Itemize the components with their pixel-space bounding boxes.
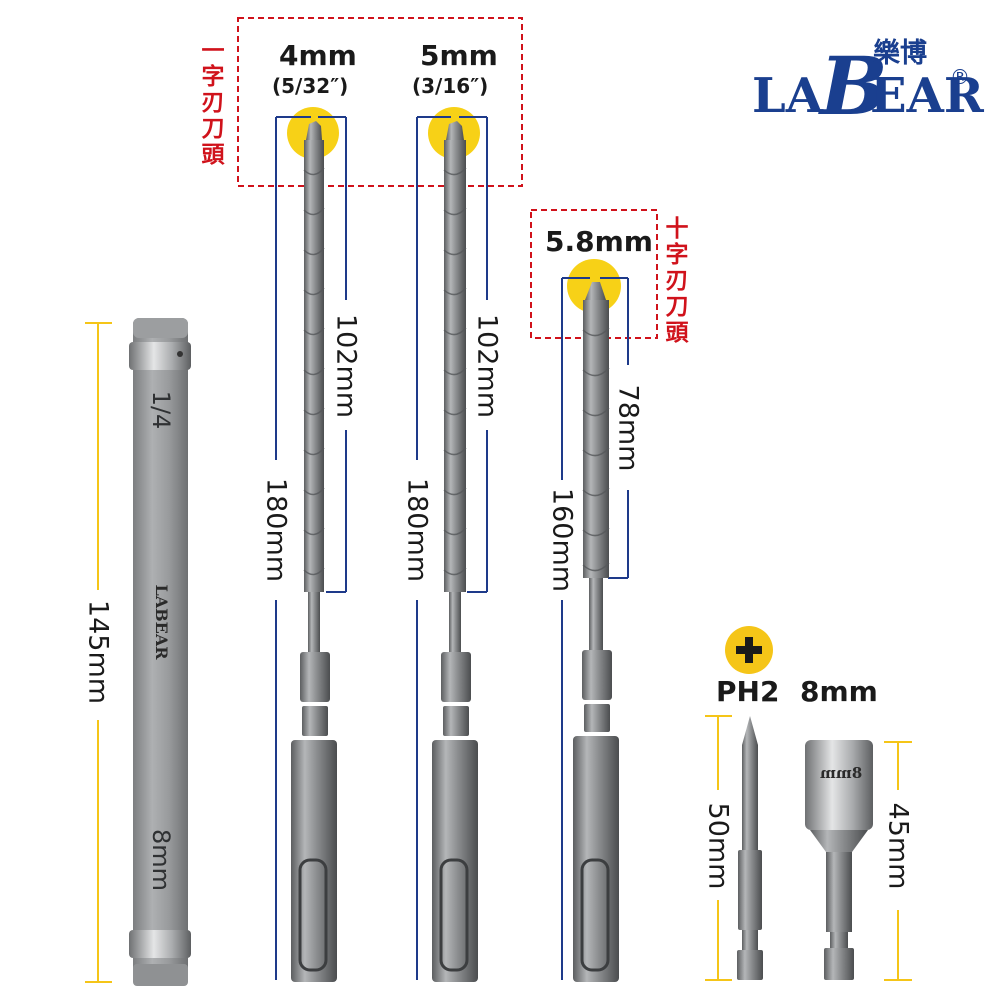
cross-tip-dashed-box xyxy=(530,209,658,339)
holder-length: 145mm xyxy=(82,599,114,705)
flat-tip-label: 一字刃刀頭 xyxy=(201,38,225,168)
drill-bit-5-8mm xyxy=(530,209,658,982)
holder-bottom-clip xyxy=(129,930,191,958)
holder-top-clip xyxy=(129,342,191,370)
holder-body xyxy=(133,318,188,986)
nut-setter-engraving: 8mm xyxy=(820,764,863,782)
phillips-bit xyxy=(705,626,773,981)
bit-3-total-length: 160mm xyxy=(546,487,578,593)
bit-2-size: 5mm xyxy=(420,39,498,72)
bit-1-flute-length: 102mm xyxy=(330,313,362,419)
phillips-cross-icon xyxy=(725,626,773,674)
phillips-label: PH2 xyxy=(716,675,780,708)
holder-engraving-bottom: 8mm xyxy=(147,828,175,892)
bit-2-size-inch: (3/16″) xyxy=(412,74,489,98)
logo-ear: EAR xyxy=(870,68,984,124)
holder-logo: LABEAR xyxy=(152,584,171,660)
drill-bit-4mm xyxy=(237,17,523,982)
holder-engraving-top: 1/4 xyxy=(147,390,175,430)
bit-3-size: 5.8mm xyxy=(545,225,653,258)
bit-2-flute-length: 102mm xyxy=(471,313,503,419)
brand-chinese-name: 樂博 xyxy=(873,38,927,69)
logo-b: B xyxy=(820,39,888,133)
nut-setter-label: 8mm xyxy=(800,675,878,708)
bit-holder xyxy=(85,318,191,986)
bit-1-total-length: 180mm xyxy=(260,477,292,583)
bit-1-size: 4mm xyxy=(279,39,357,72)
bit-1-size-inch: (5/32″) xyxy=(272,74,349,98)
bit-2-total-length: 180mm xyxy=(401,477,433,583)
flat-tip-dashed-box xyxy=(237,17,523,187)
logo-la: LA xyxy=(752,68,823,124)
drill-bit-5mm xyxy=(416,107,488,982)
cross-tip-label: 十字刃刀頭 xyxy=(665,216,689,346)
nut-setter-length: 45mm xyxy=(882,802,914,890)
nut-setter xyxy=(805,740,912,981)
phillips-length: 50mm xyxy=(702,802,734,890)
bit-3-flute-length: 78mm xyxy=(612,384,644,472)
registered-mark: ® xyxy=(950,65,970,89)
